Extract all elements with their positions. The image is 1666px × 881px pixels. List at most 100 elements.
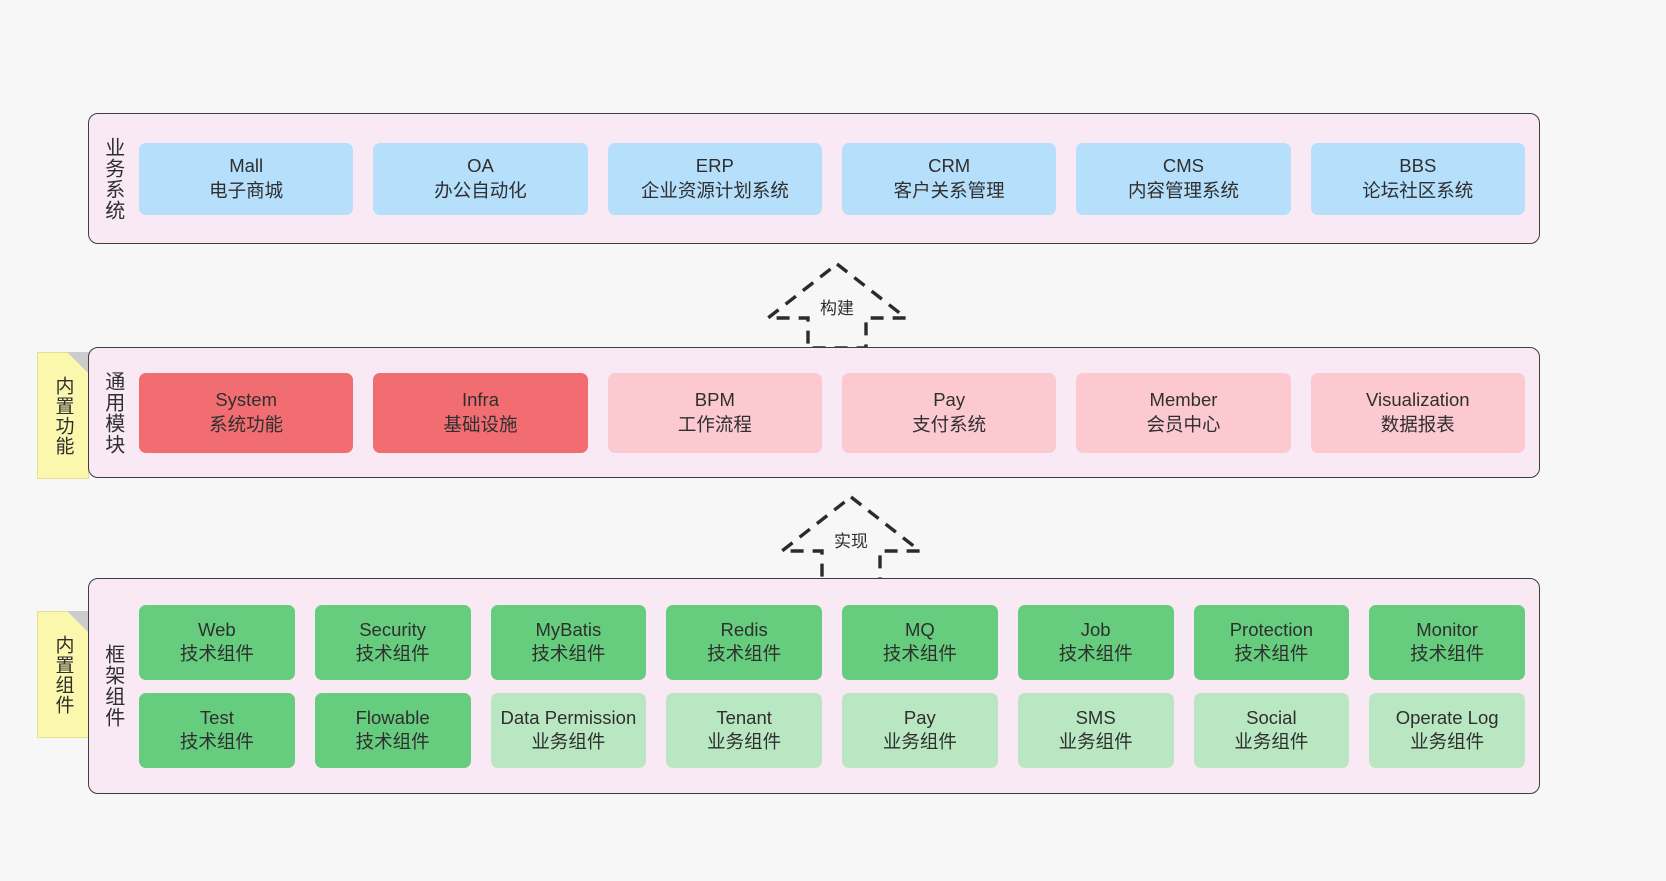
node-title: Protection: [1229, 618, 1314, 640]
node-redis[interactable]: Redis 技术组件: [666, 604, 822, 680]
generalization-arrow-up-icon: [763, 261, 911, 350]
node-subtitle: 业务组件: [882, 731, 957, 752]
node-title: Pay: [933, 389, 966, 411]
node-title: Tenant: [716, 706, 772, 728]
node-subtitle: 技术组件: [531, 643, 606, 664]
node-subtitle: 系统功能: [209, 413, 284, 435]
node-title: BPM: [694, 389, 735, 411]
node-subtitle: 技术组件: [179, 731, 254, 752]
node-title: MQ: [904, 618, 935, 640]
node-title: Visualization: [1366, 389, 1470, 411]
layer-body-framework-components: Web 技术组件 Security 技术组件 MyBatis 技术组件 Redi…: [135, 579, 1539, 793]
node-bpm[interactable]: BPM 工作流程: [607, 372, 822, 453]
node-system[interactable]: System 系统功能: [139, 372, 354, 453]
node-title: Social: [1246, 706, 1297, 728]
node-title: CMS: [1162, 155, 1205, 177]
layer-title-common-modules: 通用模块: [101, 370, 124, 455]
row: Web 技术组件 Security 技术组件 MyBatis 技术组件 Redi…: [139, 604, 1525, 680]
node-title: Infra: [461, 389, 499, 411]
generalization-arrow-up-icon: [777, 494, 925, 583]
node-title: Operate Log: [1395, 706, 1499, 728]
node-title: Security: [359, 618, 427, 640]
node-subtitle: 技术组件: [1234, 643, 1309, 664]
connector-implement: 实现: [776, 491, 926, 583]
node-title: BBS: [1399, 155, 1437, 177]
node-title: Data Permission: [500, 706, 637, 728]
node-subtitle: 技术组件: [707, 643, 782, 664]
note-builtin-features: 内置功能: [37, 352, 89, 479]
node-subtitle: 论坛社区系统: [1362, 179, 1474, 201]
node-title: System: [215, 389, 277, 411]
node-security[interactable]: Security 技术组件: [314, 604, 471, 680]
node-mall[interactable]: Mall 电子商城: [139, 142, 354, 215]
node-tenant[interactable]: Tenant 业务组件: [666, 692, 822, 768]
node-visualization[interactable]: Visualization 数据报表: [1310, 372, 1525, 453]
node-subtitle: 业务组件: [1058, 731, 1133, 752]
node-oa[interactable]: OA 办公自动化: [373, 142, 588, 215]
node-title: Job: [1080, 618, 1111, 640]
node-title: ERP: [695, 155, 734, 177]
node-infra[interactable]: Infra 基础设施: [373, 372, 588, 453]
layer-title-framework-components: 框架组件: [101, 644, 124, 728]
node-data-permission[interactable]: Data Permission 业务组件: [490, 692, 647, 768]
node-subtitle: 技术组件: [179, 643, 254, 664]
row: Mall 电子商城 OA 办公自动化 ERP 企业资源计划系统 CRM 客户关系…: [139, 142, 1525, 215]
node-subtitle: 技术组件: [1410, 643, 1485, 664]
node-subtitle: 支付系统: [912, 413, 987, 435]
node-protection[interactable]: Protection 技术组件: [1193, 604, 1350, 680]
node-title: MyBatis: [535, 618, 602, 640]
node-bbs[interactable]: BBS 论坛社区系统: [1310, 142, 1525, 215]
layer-body-business-systems: Mall 电子商城 OA 办公自动化 ERP 企业资源计划系统 CRM 客户关系…: [135, 114, 1539, 243]
node-subtitle: 技术组件: [355, 731, 430, 752]
node-subtitle: 业务组件: [1234, 731, 1309, 752]
node-pay-business[interactable]: Pay 业务组件: [842, 692, 998, 768]
node-subtitle: 内容管理系统: [1127, 179, 1239, 201]
node-subtitle: 办公自动化: [434, 179, 527, 201]
node-subtitle: 客户关系管理: [893, 179, 1005, 201]
node-title: Member: [1149, 389, 1218, 411]
node-subtitle: 技术组件: [882, 643, 957, 664]
node-mq[interactable]: MQ 技术组件: [842, 604, 998, 680]
node-title: Web: [198, 618, 236, 640]
node-erp[interactable]: ERP 企业资源计划系统: [607, 142, 822, 215]
node-title: Redis: [720, 618, 768, 640]
node-title: Mall: [229, 155, 264, 177]
node-subtitle: 业务组件: [1410, 731, 1485, 752]
node-title: Flowable: [355, 706, 430, 728]
layer-business-systems: 业务系统 Mall 电子商城 OA 办公自动化 ERP 企业资源计划系统 CRM…: [88, 113, 1540, 244]
node-crm[interactable]: CRM 客户关系管理: [841, 142, 1057, 215]
node-subtitle: 业务组件: [531, 731, 606, 752]
node-subtitle: 技术组件: [355, 643, 430, 664]
node-title: Pay: [903, 706, 936, 728]
node-web[interactable]: Web 技术组件: [139, 604, 295, 680]
node-subtitle: 基础设施: [443, 413, 518, 435]
note-builtin-components: 内置组件: [37, 611, 89, 738]
node-operate-log[interactable]: Operate Log 业务组件: [1369, 692, 1525, 768]
node-title: OA: [467, 155, 494, 177]
node-title: CRM: [928, 155, 971, 177]
node-social[interactable]: Social 业务组件: [1193, 692, 1350, 768]
node-title: Monitor: [1416, 618, 1478, 640]
note-label: 内置功能: [52, 375, 74, 456]
node-subtitle: 电子商城: [209, 179, 284, 201]
node-flowable[interactable]: Flowable 技术组件: [314, 692, 471, 768]
layer-common-modules: 通用模块 System 系统功能 Infra 基础设施 BPM 工作流程 Pay…: [88, 347, 1540, 478]
node-subtitle: 工作流程: [677, 413, 752, 435]
node-sms[interactable]: SMS 业务组件: [1017, 692, 1174, 768]
node-test[interactable]: Test 技术组件: [139, 692, 295, 768]
node-cms[interactable]: CMS 内容管理系统: [1076, 142, 1291, 215]
node-mybatis[interactable]: MyBatis 技术组件: [490, 604, 647, 680]
layer-framework-components: 框架组件 Web 技术组件 Security 技术组件 MyBatis 技术组件…: [88, 578, 1540, 794]
note-label: 内置组件: [52, 634, 74, 715]
node-pay[interactable]: Pay 支付系统: [841, 372, 1057, 453]
row: System 系统功能 Infra 基础设施 BPM 工作流程 Pay 支付系统…: [139, 372, 1525, 453]
node-monitor[interactable]: Monitor 技术组件: [1369, 604, 1525, 680]
node-title: SMS: [1075, 706, 1116, 728]
node-title: Test: [199, 706, 234, 728]
row: Test 技术组件 Flowable 技术组件 Data Permission …: [139, 692, 1525, 768]
node-job[interactable]: Job 技术组件: [1017, 604, 1174, 680]
node-subtitle: 业务组件: [707, 731, 782, 752]
node-member[interactable]: Member 会员中心: [1076, 372, 1291, 453]
node-subtitle: 数据报表: [1380, 413, 1455, 435]
